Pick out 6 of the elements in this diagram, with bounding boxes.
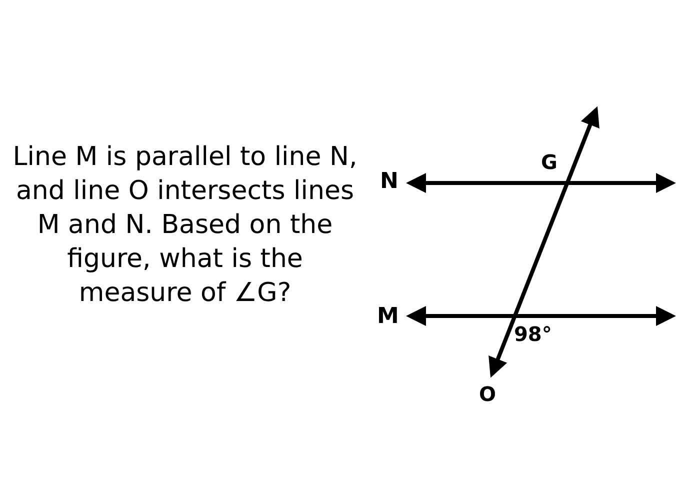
angle-label: 98° — [514, 324, 552, 344]
line-label: N — [380, 171, 398, 193]
point-label: G — [541, 152, 558, 172]
line-label: M — [377, 306, 399, 328]
line-label: O — [479, 384, 496, 404]
question-text: Line M is parallel to line N, and line O intersects lines M and N. Based on the figure, what is the measure of ∠G? — [12, 141, 358, 310]
